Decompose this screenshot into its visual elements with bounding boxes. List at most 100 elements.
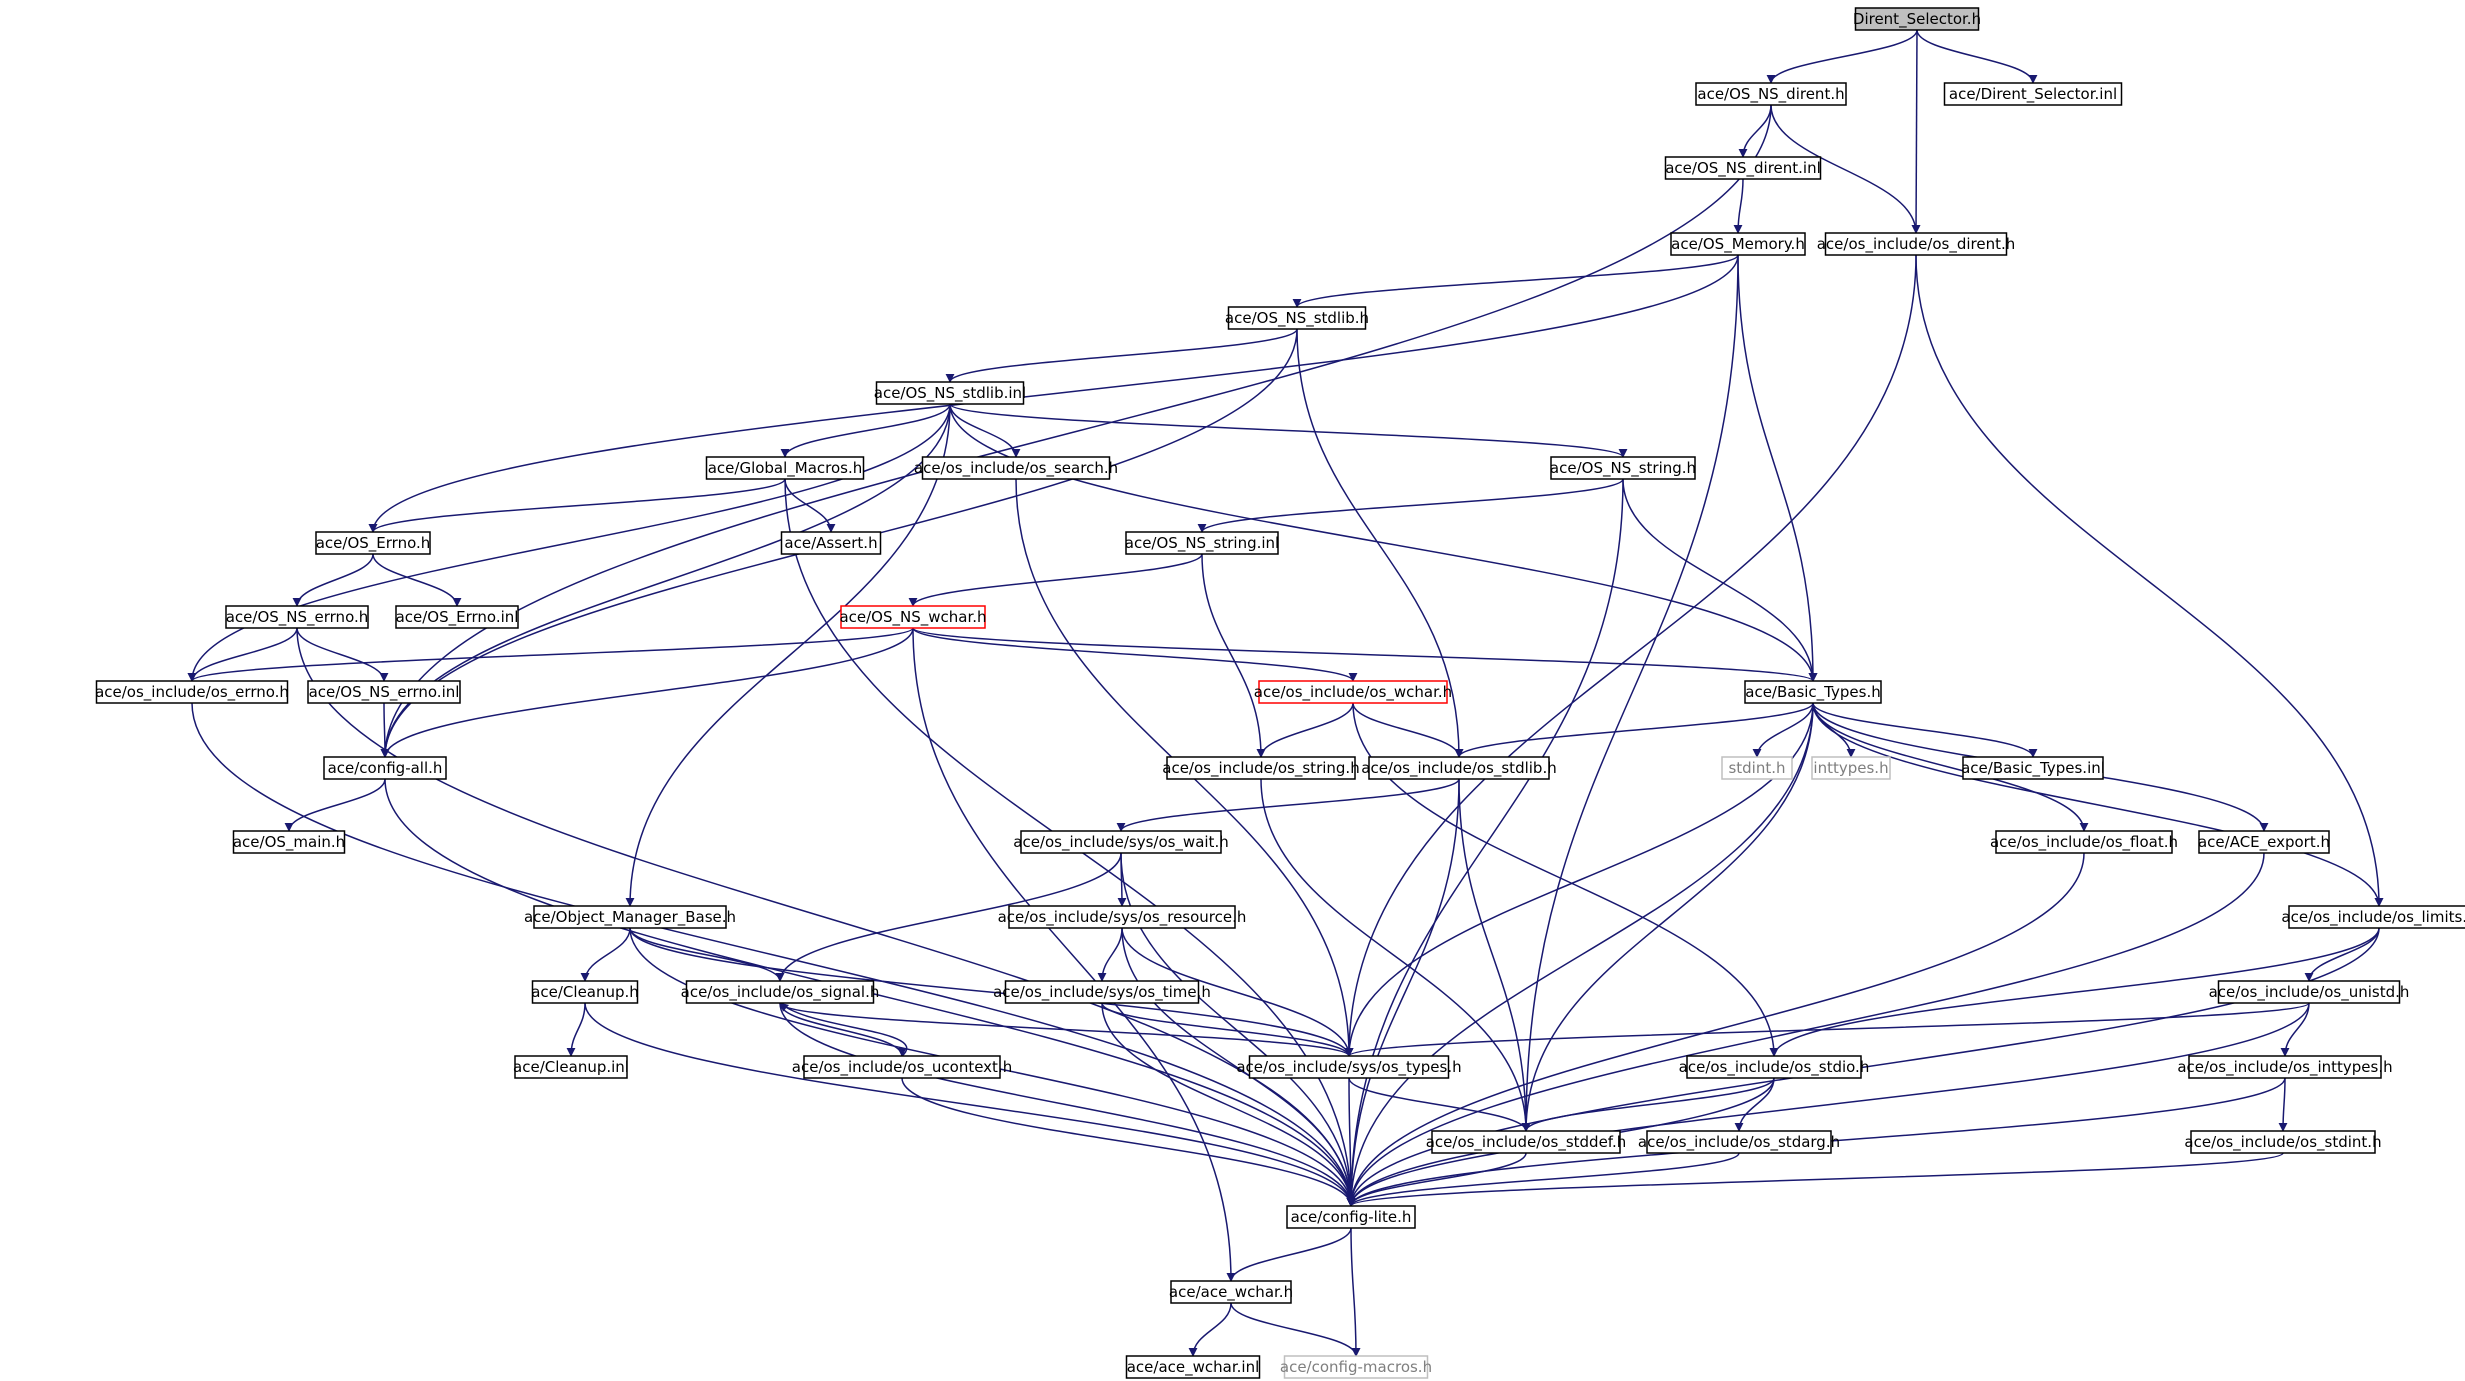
node-box — [232, 830, 346, 854]
node-os-search-h[interactable]: ace/os_include/os_search.h — [914, 456, 1118, 480]
edge-basic-types-h-to-os-limits-h — [1812, 702, 2384, 907]
node-config-all-h[interactable]: ace/config-all.h — [323, 756, 447, 780]
node-os-types-h[interactable]: ace/os_include/sys/os_types.h — [1236, 1055, 1462, 1079]
node-box — [1166, 756, 1356, 780]
node-os-ns-string-h[interactable]: ace/OS_NS_string.h — [1550, 456, 1696, 480]
edge-basic-types-h-to-stdint-h — [1752, 702, 1814, 758]
node-label: ace/OS_NS_wchar.h — [839, 608, 986, 627]
node-box — [840, 605, 986, 629]
node-os-memory-h[interactable]: ace/OS_Memory.h — [1670, 232, 1806, 256]
node-os-include-os-dirent-h[interactable]: ace/os_include/os_dirent.h — [1817, 232, 2016, 256]
node-os-ucontext-h[interactable]: ace/os_include/os_ucontext.h — [792, 1055, 1012, 1079]
node-os-resource-h[interactable]: ace/os_include/sys/os_resource.h — [998, 905, 1247, 929]
node-box — [1258, 680, 1448, 704]
node-os-wait-h[interactable]: ace/os_include/sys/os_wait.h — [1013, 830, 1229, 854]
node-os-include-os-wchar-h[interactable]: ace/os_include/os_wchar.h — [1254, 680, 1452, 704]
edge-os-ns-stdlib-h-to-os-stdlib-h — [1296, 328, 1464, 758]
node-label: ace/OS_NS_string.inl — [1125, 534, 1279, 553]
node-os-limits-h[interactable]: ace/os_include/os_limits.h — [2281, 905, 2465, 929]
node-label: ace/os_include/os_stddef.h — [1426, 1133, 1627, 1152]
node-assert-h[interactable]: ace/Assert.h — [780, 531, 882, 555]
node-os-string-h[interactable]: ace/os_include/os_string.h — [1162, 756, 1360, 780]
node-os-unistd-h[interactable]: ace/os_include/os_unistd.h — [2209, 980, 2410, 1004]
node-basic-types-h[interactable]: ace/Basic_Types.h — [1744, 680, 1882, 704]
node-box — [1811, 756, 1891, 780]
node-object-manager-base-h[interactable]: ace/Object_Manager_Base.h — [524, 905, 736, 929]
node-os-errno-inl[interactable]: ace/OS_Errno.inl — [395, 605, 519, 629]
node-box — [2190, 1130, 2376, 1154]
edge-os-ns-string-inl-to-os-ns-wchar-h — [908, 553, 1203, 607]
node-os-float-h[interactable]: ace/os_include/os_float.h — [1990, 830, 2178, 854]
node-os-include-os-errno-h[interactable]: ace/os_include/os_errno.h — [95, 680, 289, 704]
node-os-stdlib-h[interactable]: ace/os_include/os_stdlib.h — [1361, 756, 1557, 780]
node-dirent-selector-inl[interactable]: ace/Dirent_Selector.inl — [1943, 82, 2123, 106]
node-box — [1008, 905, 1236, 929]
edge-os-ns-wchar-h-to-config-all-h — [380, 627, 914, 758]
node-os-ns-string-inl[interactable]: ace/OS_NS_string.inl — [1125, 531, 1279, 555]
node-ace-export-h[interactable]: ace/ACE_export.h — [2198, 830, 2330, 854]
node-dirent-selector-h[interactable]: Dirent_Selector.h — [1853, 7, 1981, 31]
node-box — [1431, 1130, 1621, 1154]
node-box — [1995, 830, 2173, 854]
node-label: ace/ACE_export.h — [2198, 833, 2330, 852]
node-os-ns-errno-inl[interactable]: ace/OS_NS_errno.inl — [307, 680, 461, 704]
node-box — [1962, 756, 2104, 780]
node-box — [1943, 82, 2123, 106]
node-label: ace/Basic_Types.h — [1745, 683, 1880, 702]
node-cleanup-h[interactable]: ace/Cleanup.h — [531, 980, 639, 1004]
edge-os-memory-h-to-basic-types-h — [1737, 254, 1818, 682]
node-label: ace/ace_wchar.h — [1169, 1283, 1293, 1302]
node-box — [533, 905, 727, 929]
node-os-main-h[interactable]: ace/OS_main.h — [232, 830, 346, 854]
node-label: inttypes.h — [1813, 759, 1888, 777]
node-box — [1227, 306, 1367, 330]
node-box — [307, 680, 461, 704]
node-box — [1744, 680, 1882, 704]
node-os-stddef-h[interactable]: ace/os_include/os_stddef.h — [1426, 1130, 1627, 1154]
node-box — [1020, 830, 1222, 854]
node-box — [875, 381, 1025, 405]
node-label: ace/Cleanup.inl — [513, 1058, 629, 1076]
edge-os-ns-stdlib-inl-to-global-macros-h — [780, 403, 951, 458]
node-os-ns-dirent-inl[interactable]: ace/OS_NS_dirent.inl — [1664, 156, 1822, 180]
node-os-errno-h[interactable]: ace/OS_Errno.h — [315, 531, 431, 555]
node-config-lite-h[interactable]: ace/config-lite.h — [1286, 1205, 1416, 1229]
node-box — [1125, 1355, 1261, 1379]
node-os-ns-stdlib-inl[interactable]: ace/OS_NS_stdlib.inl — [874, 381, 1026, 405]
node-os-stdarg-h[interactable]: ace/os_include/os_stdarg.h — [1638, 1130, 1840, 1154]
node-box — [323, 756, 447, 780]
edge-os-stdarg-h-to-config-lite-h — [1346, 1152, 1740, 1207]
edge-os-include-os-wchar-h-to-os-stdio-h — [1352, 702, 1779, 1057]
node-os-stdio-h[interactable]: ace/os_include/os_stdio.h — [1679, 1055, 1870, 1079]
node-label: ace/os_include/os_signal.h — [681, 983, 880, 1002]
node-box — [2198, 830, 2330, 854]
edge-cleanup-h-to-config-lite-h — [584, 1002, 1356, 1207]
node-label: ace/os_include/os_stdint.h — [2184, 1133, 2381, 1152]
node-box — [1283, 1355, 1429, 1379]
node-cleanup-inl[interactable]: ace/Cleanup.inl — [513, 1055, 629, 1079]
node-global-macros-h[interactable]: ace/Global_Macros.h — [705, 456, 865, 480]
edge-os-ns-errno-h-to-config-lite-h — [296, 627, 1356, 1207]
node-box — [1004, 980, 1200, 1004]
node-ace-wchar-inl[interactable]: ace/ace_wchar.inl — [1125, 1355, 1261, 1379]
edge-os-memory-h-to-os-ns-stdlib-h — [1292, 254, 1739, 308]
node-os-signal-h[interactable]: ace/os_include/os_signal.h — [681, 980, 880, 1004]
node-os-ns-dirent-h[interactable]: ace/OS_NS_dirent.h — [1695, 82, 1847, 106]
node-basic-types-inl[interactable]: ace/Basic_Types.inl — [1961, 756, 2105, 780]
node-box — [1854, 7, 1980, 31]
node-ace-wchar-h[interactable]: ace/ace_wchar.h — [1169, 1280, 1293, 1304]
edge-ace-wchar-h-to-ace-wchar-inl — [1188, 1302, 1232, 1357]
node-os-ns-wchar-h[interactable]: ace/OS_NS_wchar.h — [839, 605, 987, 629]
node-os-time-h[interactable]: ace/os_include/sys/os_time.h — [993, 980, 1211, 1004]
node-os-inttypes-h[interactable]: ace/os_include/os_inttypes.h — [2177, 1055, 2393, 1079]
node-label: ace/os_include/sys/os_types.h — [1236, 1058, 1461, 1077]
node-box — [2288, 905, 2465, 929]
node-os-ns-stdlib-h[interactable]: ace/OS_NS_stdlib.h — [1225, 306, 1369, 330]
node-box — [1550, 456, 1696, 480]
edge-os-ns-string-h-to-basic-types-h — [1622, 478, 1818, 682]
node-os-ns-errno-h[interactable]: ace/OS_NS_errno.h — [225, 605, 369, 629]
node-label: ace/config-lite.h — [1291, 1208, 1412, 1226]
node-os-stdint-h[interactable]: ace/os_include/os_stdint.h — [2184, 1130, 2382, 1154]
edge-os-string-h-to-os-stddef-h — [1260, 778, 1531, 1132]
edge-basic-types-h-to-basic-types-inl — [1812, 702, 2038, 758]
